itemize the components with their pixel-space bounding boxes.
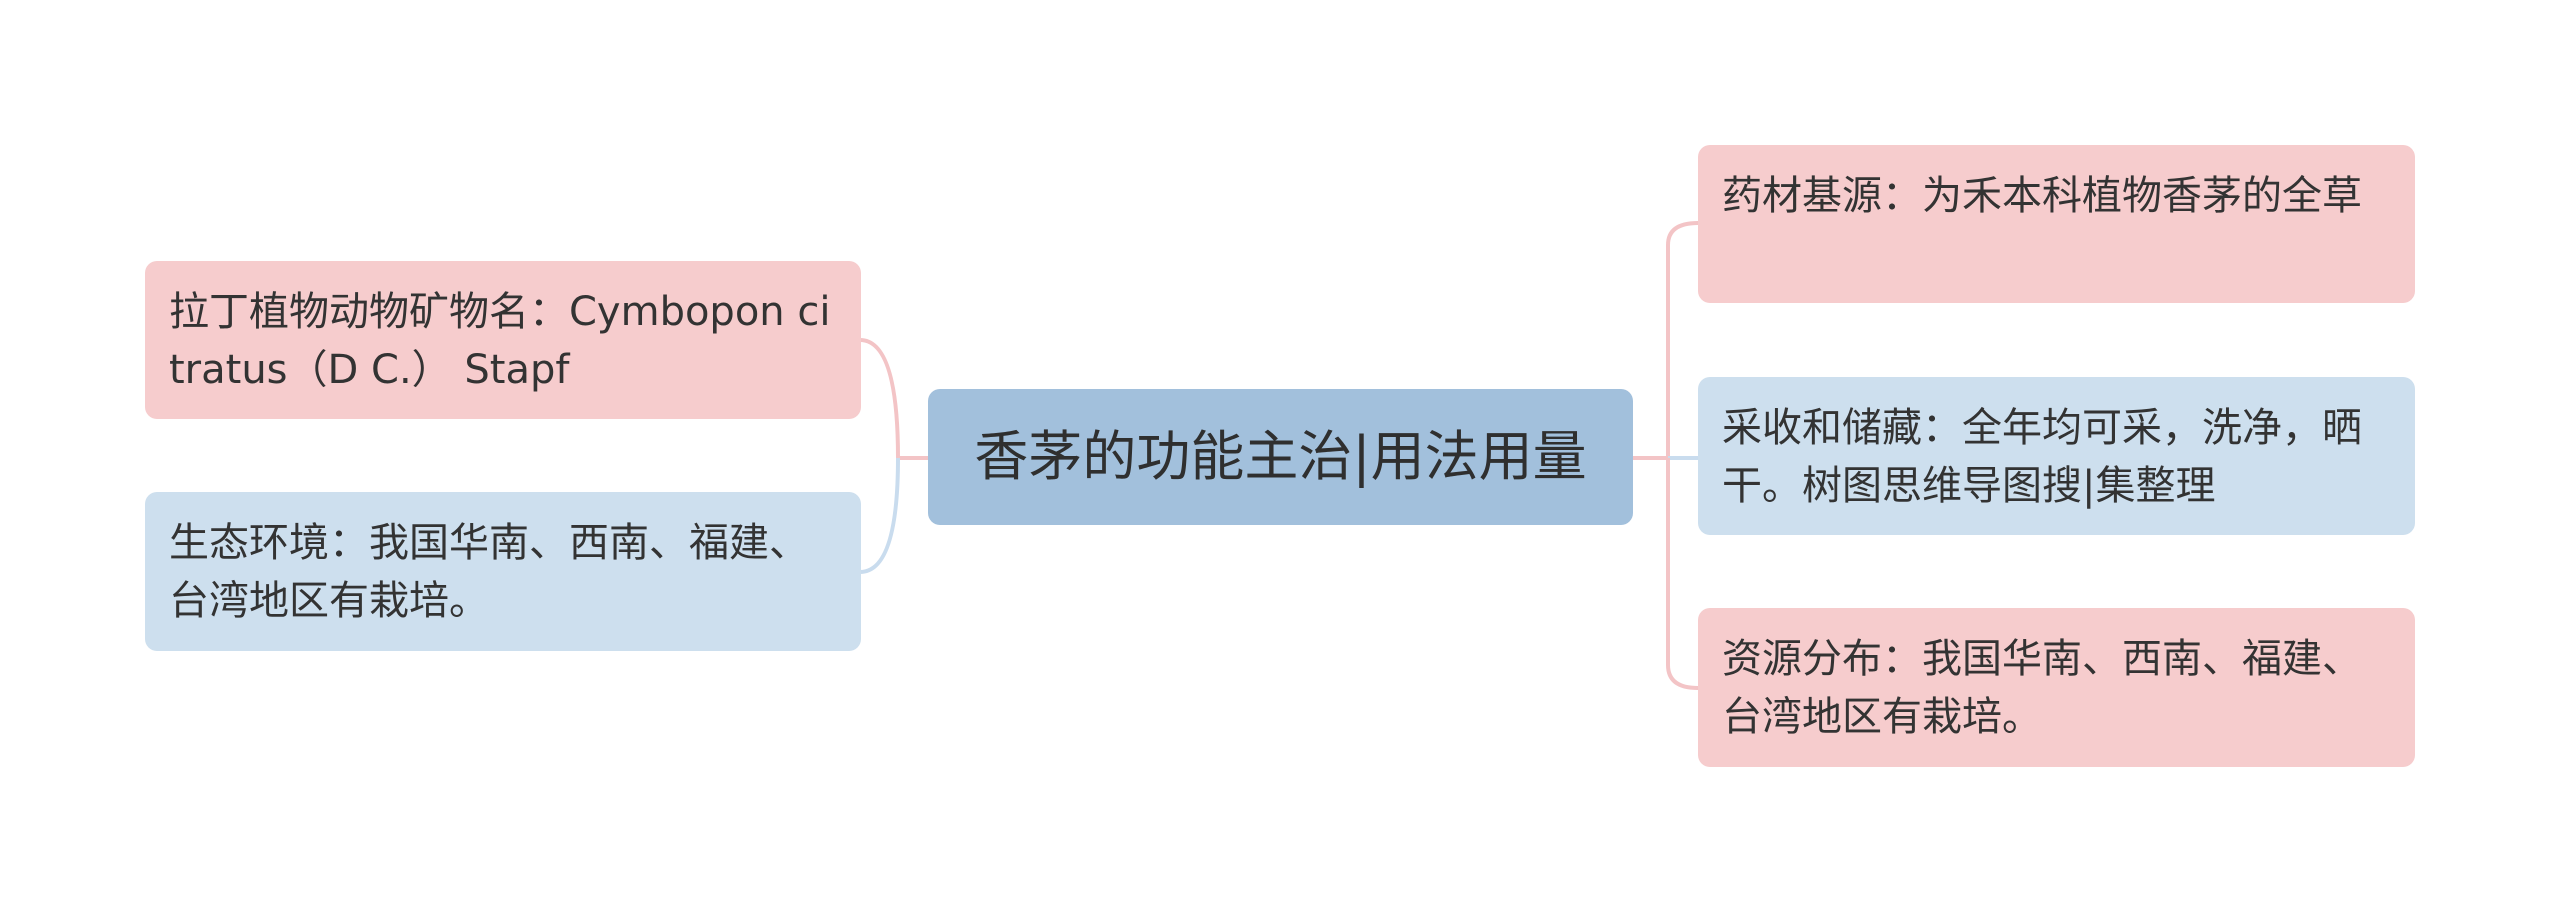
right-topic-source[interactable]: 药材基源：为禾本科植物香茅的全草: [1698, 145, 2415, 303]
connector-right-3: [1666, 458, 1699, 690]
root-topic-label: 香茅的功能主治|用法用量: [974, 425, 1587, 488]
right-topic-source-label: 药材基源：为禾本科植物香茅的全草: [1722, 173, 2362, 219]
left-topic-ecology-label: 生态环境：我国华南、西南、福建、台湾地区有栽培。: [169, 520, 809, 624]
right-topic-harvest[interactable]: 采收和储藏：全年均可采，洗净，晒干。树图思维导图搜|集整理: [1698, 377, 2415, 535]
connector-left-2: [859, 457, 900, 574]
root-topic[interactable]: 香茅的功能主治|用法用量: [928, 389, 1633, 525]
right-topic-distribution-label: 资源分布：我国华南、西南、福建、台湾地区有栽培。: [1722, 636, 2362, 740]
left-topic-latin-name-label: 拉丁植物动物矿物名：Cymbopon citratus（D C.） Stapf: [169, 289, 831, 393]
connector-right-1: [1633, 221, 1699, 460]
left-topic-ecology[interactable]: 生态环境：我国华南、西南、福建、台湾地区有栽培。: [145, 492, 861, 651]
right-topic-harvest-label: 采收和储藏：全年均可采，洗净，晒干。树图思维导图搜|集整理: [1722, 405, 2362, 509]
right-topic-distribution[interactable]: 资源分布：我国华南、西南、福建、台湾地区有栽培。: [1698, 608, 2415, 767]
connector-left-1: [859, 338, 928, 460]
left-topic-latin-name[interactable]: 拉丁植物动物矿物名：Cymbopon citratus（D C.） Stapf: [145, 261, 861, 419]
